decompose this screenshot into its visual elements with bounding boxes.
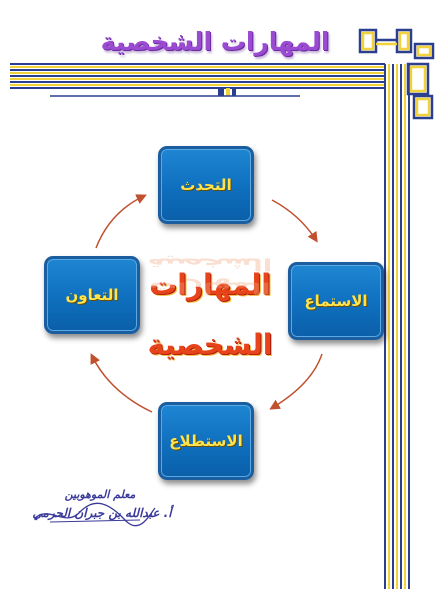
diagram-center-label: المهارات الشخصية <box>147 268 273 361</box>
node-speaking: التحدث <box>158 146 254 224</box>
node-cooperation: التعاون <box>44 256 140 334</box>
signature-scribble <box>34 502 156 527</box>
node-exploring: الاستطلاع <box>158 402 254 480</box>
node-speaking-label: التحدث <box>180 176 232 194</box>
node-cooperation-label: التعاون <box>65 286 119 304</box>
node-exploring-label: الاستطلاع <box>169 432 243 450</box>
node-listening: الاستماع <box>288 262 384 340</box>
page-title: المهارات الشخصية <box>100 27 330 56</box>
node-listening-label: الاستماع <box>304 292 368 310</box>
signature-name: أ. عبدالله بن جبران الحرمي <box>32 506 172 520</box>
diagram-center-reflection: المهارات الشخصية <box>147 254 273 299</box>
signature-title: معلم الموهوبين <box>64 488 136 501</box>
